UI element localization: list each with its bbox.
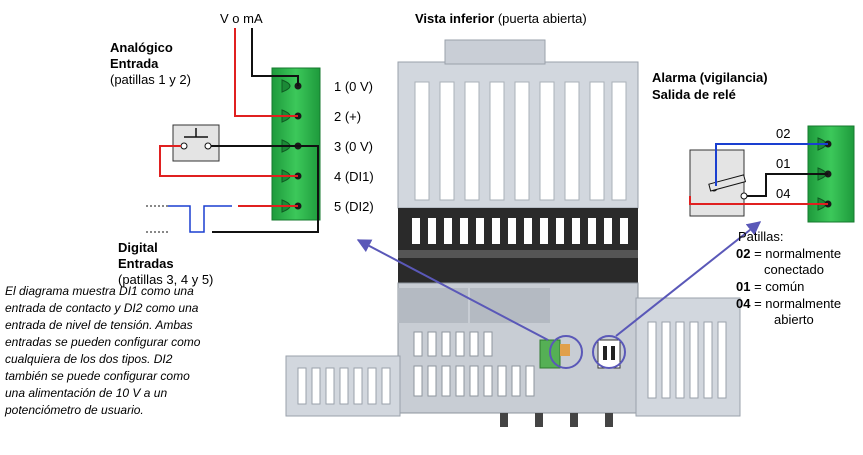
common-wire-black: [212, 145, 319, 233]
contact-switch: [172, 124, 220, 162]
pin-label-4: 4 (DI1): [334, 169, 374, 184]
relay-pin-01: 01: [776, 156, 790, 171]
svg-text:02 = normalmente: 02 = normalmente: [736, 246, 841, 261]
voltage-label: V o mA: [220, 11, 263, 26]
analog-wire-red: [234, 28, 298, 117]
relay-pin-02: 02: [776, 126, 790, 141]
input-terminal-block: [271, 67, 321, 221]
digital-pulse-signal: [146, 205, 232, 233]
svg-text:conectado: conectado: [764, 262, 824, 277]
analog-label: Analógico Entrada (patillas 1 y 2): [110, 40, 191, 87]
pin-legend: Patillas: 02 = normalmente conectado 01 …: [736, 229, 841, 327]
analog-wire-black: [251, 28, 299, 86]
relay-wire-blue: [715, 143, 828, 186]
alarm-label: Alarma (vigilancia) Salida de relé: [652, 70, 771, 102]
drive-unit: [285, 39, 741, 427]
relay-wire-black: [747, 173, 828, 197]
relay-wire-red: [689, 196, 828, 205]
arrow-to-relay-terminal: [615, 221, 762, 337]
pin-label-3: 3 (0 V): [334, 139, 373, 154]
svg-text:abierto: abierto: [774, 312, 814, 327]
digital-label: Digital Entradas (patillas 3, 4 y 5): [118, 240, 213, 287]
svg-text:01 = común: 01 = común: [736, 279, 804, 294]
switch-wire-red: [159, 145, 298, 177]
title: Vista inferior (puerta abierta): [415, 11, 587, 26]
relay-contact-box: [689, 149, 748, 217]
relay-pin-04: 04: [776, 186, 790, 201]
pin-label-5: 5 (DI2): [334, 199, 374, 214]
svg-text:Patillas:: Patillas:: [738, 229, 784, 244]
note: El diagrama muestra DI1 como una entrada…: [4, 284, 204, 417]
svg-text:04 = normalmente: 04 = normalmente: [736, 296, 841, 311]
arrow-to-analog-terminal: [356, 239, 549, 341]
pin-label-2: 2 (+): [334, 109, 361, 124]
pin-label-1: 1 (0 V): [334, 79, 373, 94]
